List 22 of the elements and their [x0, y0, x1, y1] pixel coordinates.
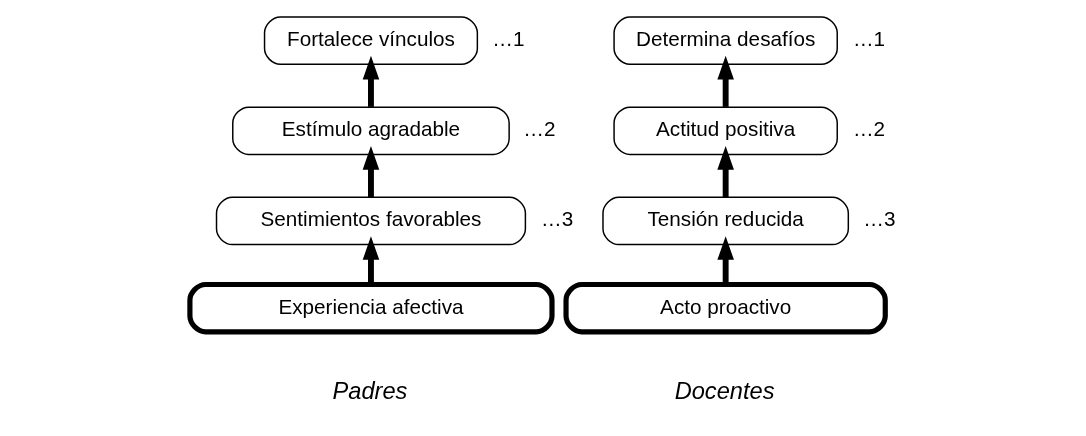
- node-box: Acto proactivo: [562, 281, 888, 335]
- arrow: [716, 236, 734, 285]
- arrow: [362, 236, 379, 285]
- label: Docentes: [674, 378, 774, 405]
- node-label: …2: [522, 117, 556, 141]
- node-box: Experiencia afectiva: [186, 281, 555, 335]
- label: Padres: [332, 378, 407, 405]
- node-label: …1: [852, 27, 885, 51]
- arrow: [716, 146, 734, 198]
- node-label: …3: [540, 207, 573, 231]
- node-box: Determina desafíos: [612, 16, 838, 66]
- arrow: [362, 146, 379, 198]
- node-label: …2: [852, 117, 885, 141]
- node-box: Tensión reducida: [601, 196, 849, 246]
- node-box: Sentimientos favorables: [215, 196, 526, 246]
- node-label: …3: [862, 207, 895, 231]
- node-box: Estímulo agradable: [231, 106, 510, 156]
- node-box: Fortalece vínculos: [263, 16, 478, 66]
- node-box: Actitud positiva: [612, 106, 838, 156]
- arrow: [716, 55, 734, 107]
- arrow: [362, 55, 379, 107]
- node-label: …1: [491, 27, 524, 51]
